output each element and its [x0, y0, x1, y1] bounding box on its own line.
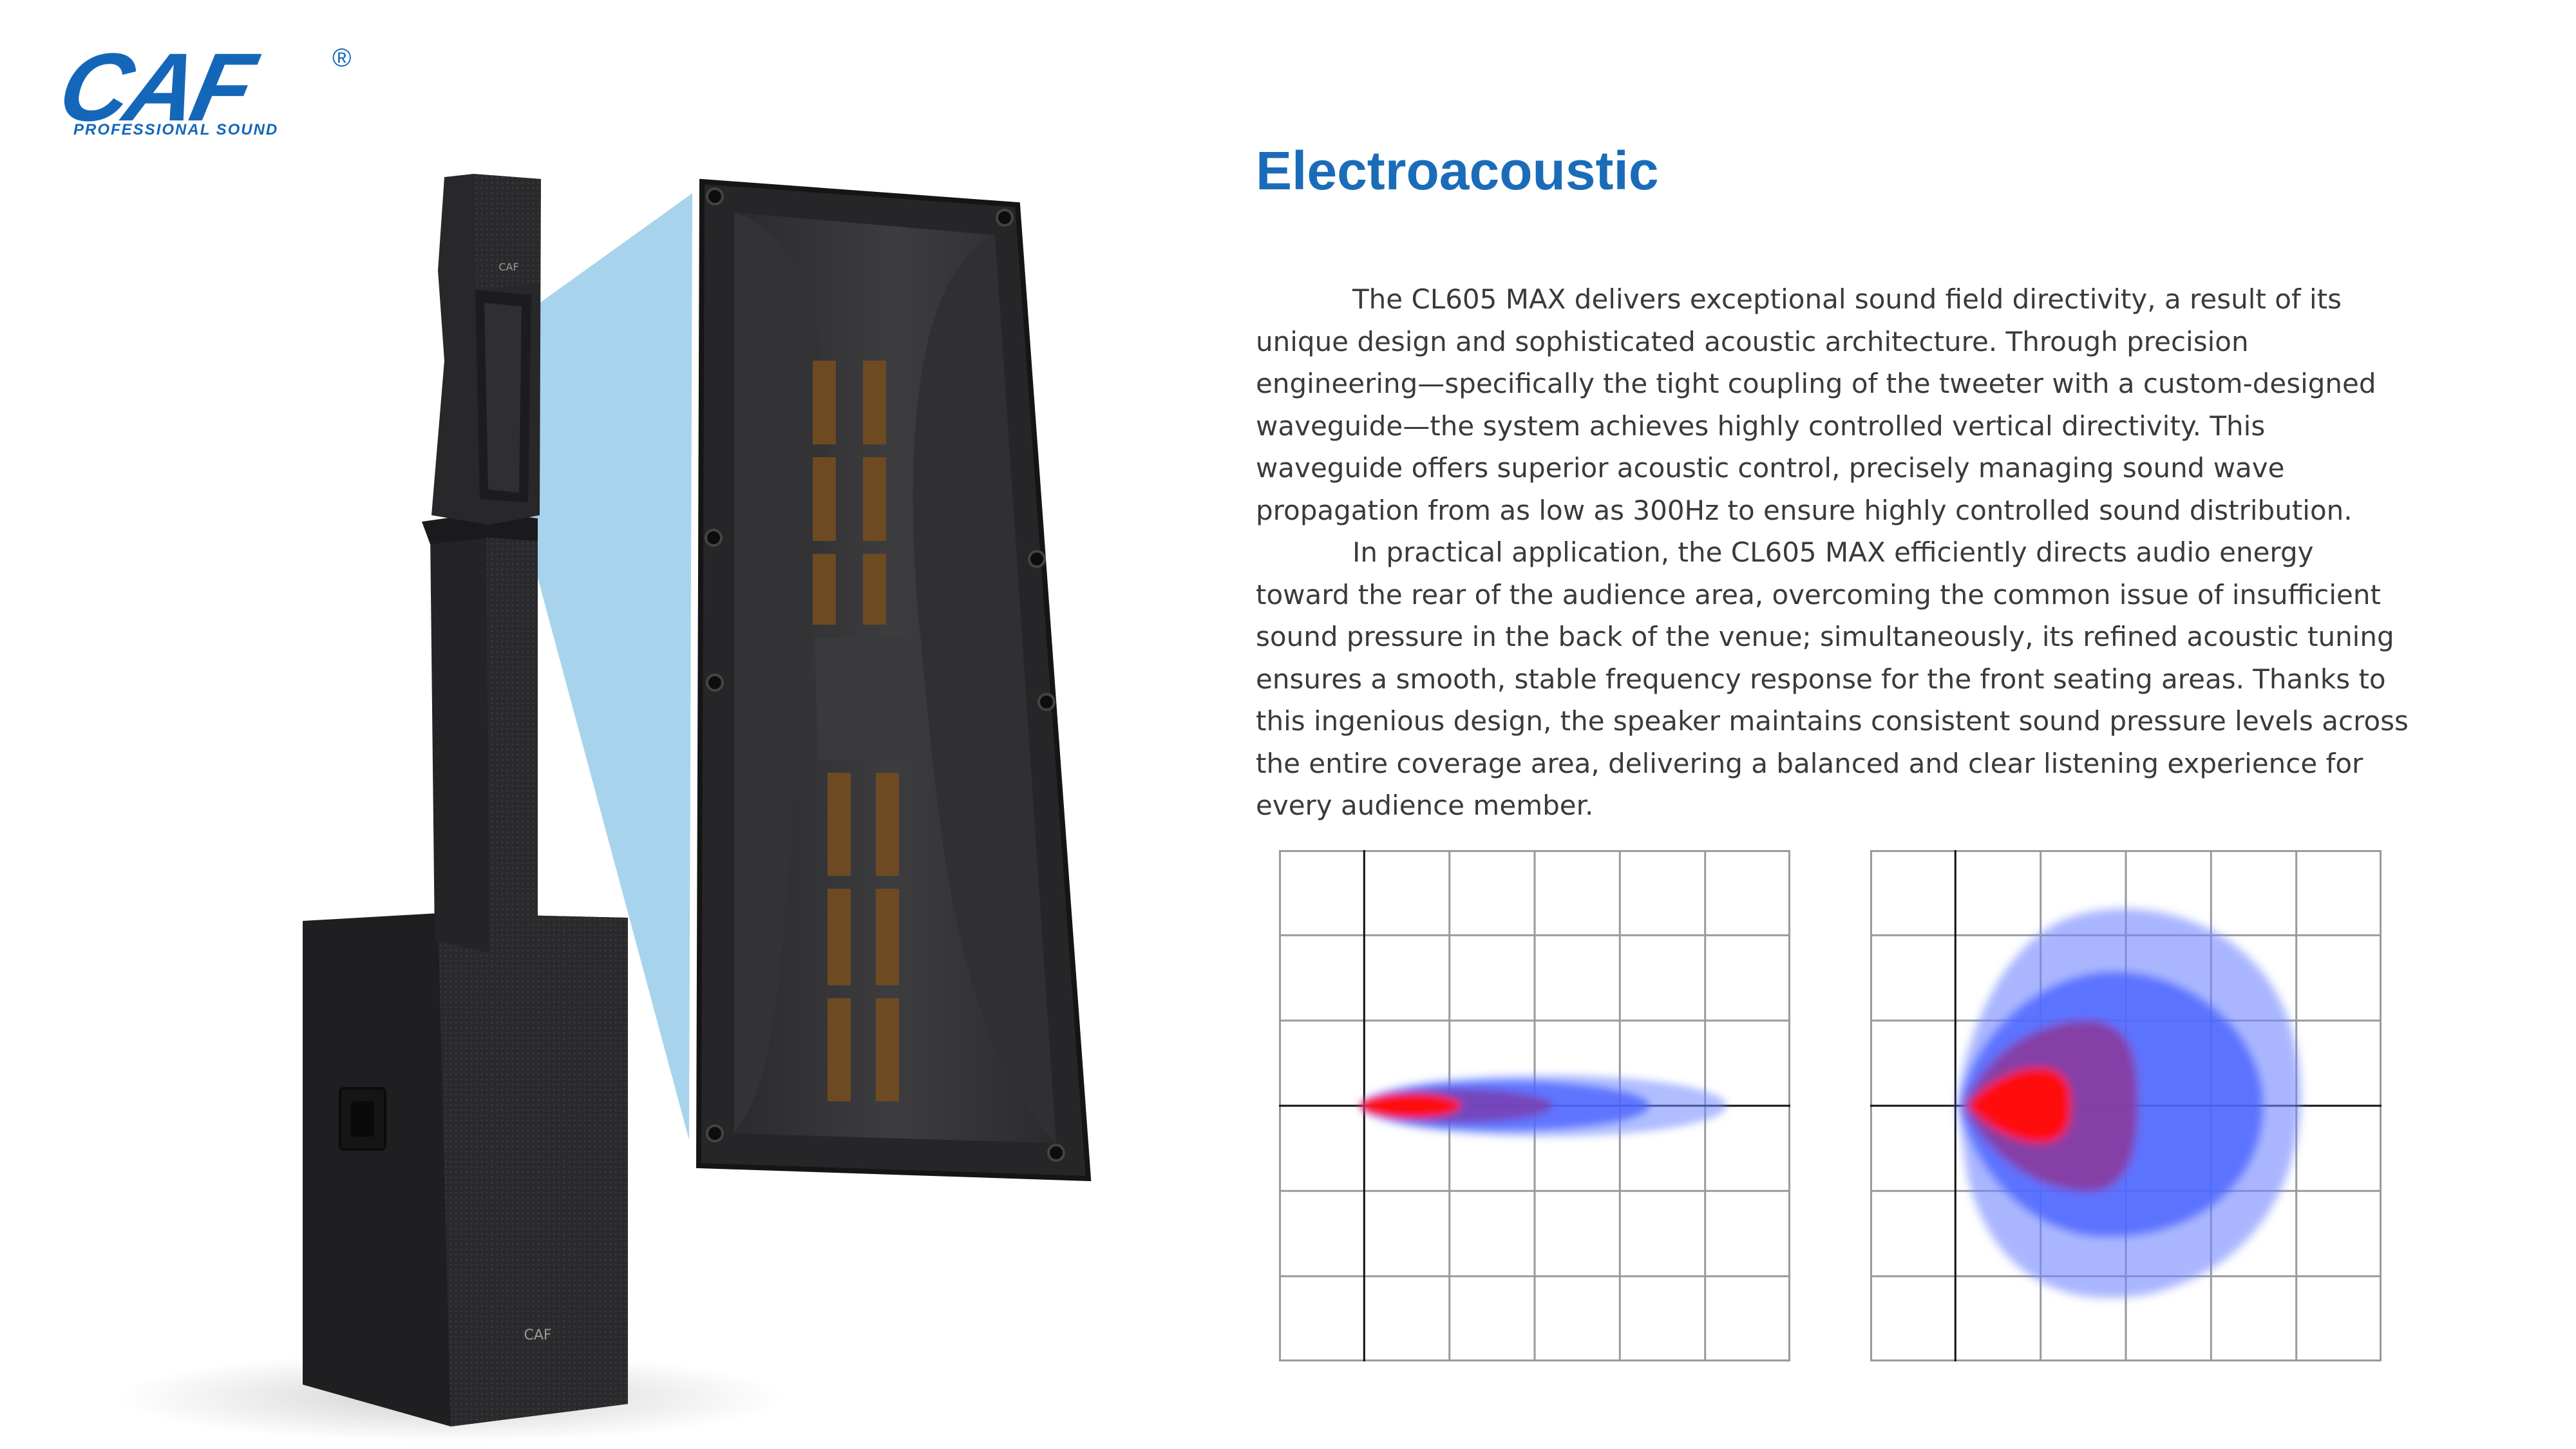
horizontal-coverage-plot [1870, 850, 2382, 1361]
vertical-coverage-plot [1279, 850, 1790, 1361]
paragraph-application: In practical application, the CL605 MAX … [1256, 536, 2409, 821]
coverage-core [1967, 1067, 2071, 1144]
logo-tagline: PROFESSIONAL SOUND [73, 121, 279, 138]
subwoofer-cabinet: CAF [303, 913, 628, 1426]
coverage-core [1361, 1094, 1461, 1118]
caf-logo: CAF ® PROFESSIONAL SOUND [50, 33, 358, 142]
svg-text:CAF: CAF [498, 261, 518, 273]
section-title: Electroacoustic [1256, 140, 1659, 201]
svg-text:CAF: CAF [524, 1327, 551, 1343]
logo-wordmark: CAF [50, 33, 261, 141]
upper-column: CAF [431, 174, 541, 525]
detail-callout-beam [509, 193, 692, 1140]
lower-column [422, 512, 538, 953]
registered-mark: ® [332, 44, 352, 72]
paragraph-directivity: The CL605 MAX delivers exceptional sound… [1256, 283, 2376, 526]
speaker-illustration: CAF CAF [116, 174, 1092, 1443]
waveguide-detail [696, 178, 1092, 1182]
body-text: The CL605 MAX delivers exceptional sound… [1256, 278, 2415, 827]
